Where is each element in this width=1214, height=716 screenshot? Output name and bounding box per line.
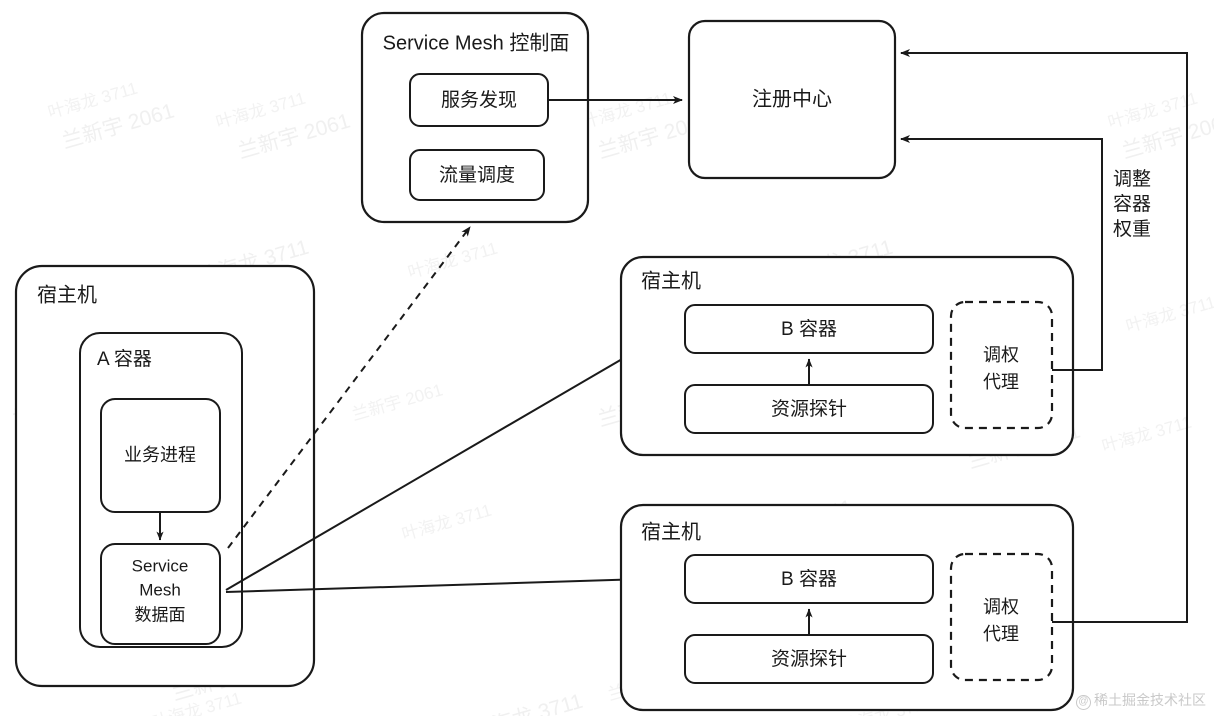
adjust-weight-label-group: 调整 容器 权重 (1113, 168, 1151, 240)
service-mesh-data-plane-box[interactable] (100, 543, 221, 645)
host-left-label: 宿主机 (37, 283, 97, 306)
traffic-scheduling-box[interactable] (409, 149, 545, 201)
container-a-label: A 容器 (97, 348, 152, 370)
weight-agent-top-label-line1: 调权 (983, 345, 1019, 365)
b-container-bottom-box[interactable] (684, 554, 934, 604)
control-plane-group: Service Mesh 控制面 服务发现 流量调度 (360, 11, 590, 224)
brand-watermark-text: 稀土掘金技术社区 (1094, 692, 1206, 708)
weight-agent-bottom-label-line1: 调权 (983, 597, 1019, 617)
resource-probe-top-label: 资源探针 (771, 398, 847, 420)
at-icon: @ (1076, 695, 1091, 710)
registry-label: 注册中心 (752, 87, 832, 110)
traffic-scheduling-label: 流量调度 (439, 164, 515, 186)
weight-agent-bottom-box[interactable] (949, 552, 1054, 682)
host-bottom-right-label: 宿主机 (641, 520, 701, 543)
weight-agent-bottom-label-line2: 代理 (983, 624, 1019, 644)
edge-sidecar-to-b-container-top (225, 326, 678, 591)
edge-sidecar-to-b-container-bottom (225, 574, 678, 593)
sidecar-label-line3: 数据面 (135, 605, 186, 624)
resource-probe-bottom-label: 资源探针 (771, 648, 847, 670)
registry-group: 注册中心 (687, 19, 897, 180)
control-plane-label: Service Mesh 控制面 (383, 31, 570, 54)
edge-weight-agent-bottom-to-registry (900, 49, 1188, 623)
edge-sidecar-to-control-plane (227, 226, 471, 549)
edge-weight-agent-top-to-registry (900, 135, 1103, 371)
b-container-bottom-label: B 容器 (781, 568, 837, 590)
host-left-group: 宿主机 A 容器 业务进程 Service Mesh 数据面 (14, 264, 316, 688)
registry-box[interactable] (687, 19, 897, 180)
sidecar-label-line1: Service (132, 556, 189, 575)
adjust-weight-label-line1: 调整 (1113, 168, 1151, 190)
adjust-weight-label-line2: 容器 (1113, 193, 1151, 215)
host-top-right-label: 宿主机 (641, 269, 701, 292)
host-bottom-right-group: 宿主机 B 容器 资源探针 调权 代理 (619, 503, 1075, 712)
sidecar-label-line2: Mesh (139, 580, 181, 599)
weight-agent-top-label-line2: 代理 (983, 372, 1019, 392)
b-container-top-box[interactable] (684, 304, 934, 354)
adjust-weight-label-line3: 权重 (1113, 218, 1151, 240)
service-discovery-label: 服务发现 (441, 89, 517, 111)
business-process-label: 业务进程 (124, 445, 196, 465)
b-container-top-label: B 容器 (781, 318, 837, 340)
brand-watermark: @稀土掘金技术社区 (1076, 690, 1206, 710)
host-top-right-group: 宿主机 B 容器 资源探针 调权 代理 (619, 255, 1075, 457)
weight-agent-top-box[interactable] (949, 300, 1054, 430)
